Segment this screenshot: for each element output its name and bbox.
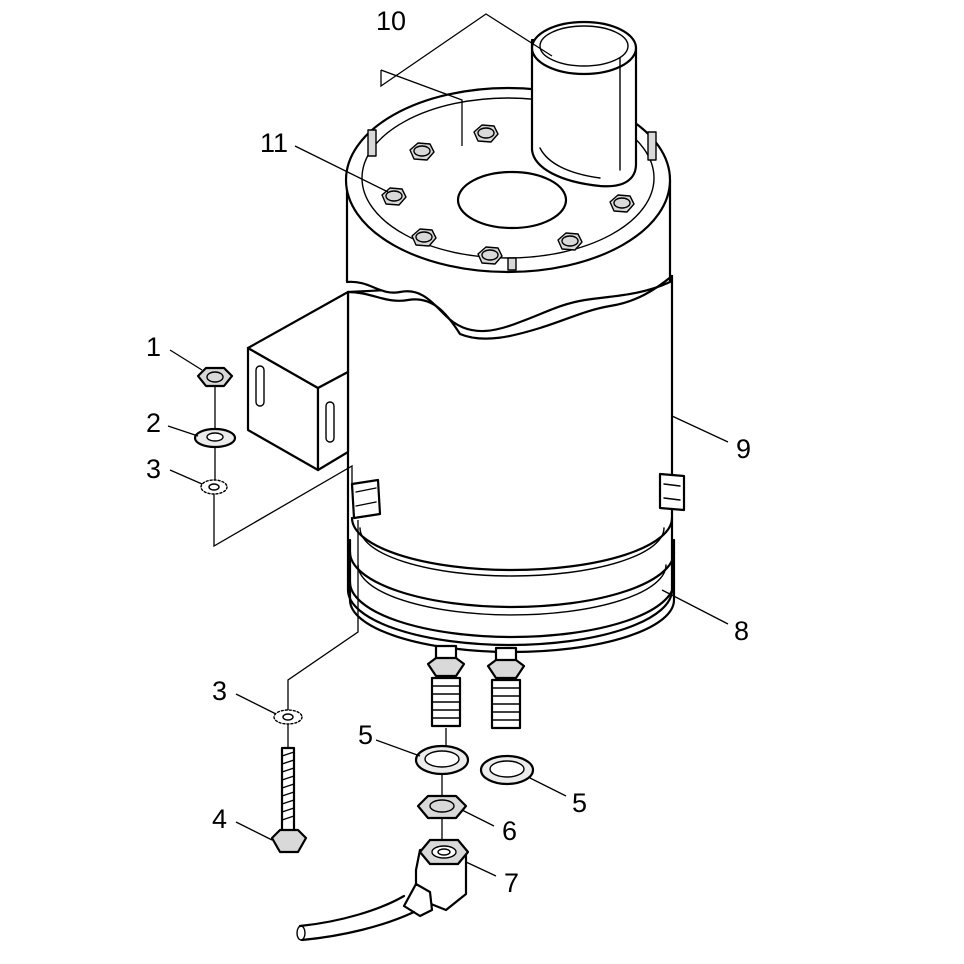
leader-9: [671, 415, 729, 443]
band-clip-right: [658, 472, 686, 512]
flange-nut-4: [411, 228, 437, 247]
heating-coil-ring-inner-2: [357, 564, 667, 616]
leader-6: [461, 809, 495, 827]
leader-3a: [169, 469, 203, 485]
flange-nut-7: [609, 194, 635, 213]
exhaust-pipe: [530, 20, 638, 188]
leader-lines: [167, 13, 729, 877]
flange-nut-2: [473, 124, 499, 143]
heating-coil-ring-1: [350, 516, 674, 572]
leader-5b: [529, 777, 567, 797]
band-clip-left: [350, 478, 382, 520]
callout-6: 6: [502, 816, 517, 846]
flange-nut-6: [557, 232, 583, 251]
seal-ring-part-5-left: [414, 744, 470, 776]
inlet-fitting-left: [426, 644, 466, 728]
callout-9: 9: [736, 434, 751, 464]
leader-4: [235, 821, 273, 841]
heating-coil-ring-inner: [359, 527, 665, 577]
flange-nut-5: [477, 246, 503, 265]
stud-front: [507, 257, 517, 271]
flange-nut-1: [409, 142, 435, 161]
lock-washer-part-3-upper: [200, 479, 228, 495]
stud-left: [367, 129, 377, 157]
callout-4: 4: [212, 804, 227, 834]
callout-1: 1: [146, 332, 161, 362]
leader-8: [661, 589, 729, 625]
callouts: 10 11 1 2 3 9 8 3 5 5 6 7 4: [146, 6, 751, 898]
callout-8: 8: [734, 616, 749, 646]
cylinder-shell: [346, 274, 674, 647]
nut-part-6: [416, 794, 468, 820]
heating-coil-ring-2: [348, 550, 676, 609]
callout-3-lower: 3: [212, 676, 227, 706]
callout-11: 11: [260, 128, 288, 158]
flange-nut-3: [381, 187, 407, 206]
callout-5-right: 5: [572, 788, 587, 818]
washer-part-2: [193, 427, 237, 449]
leader-2: [167, 425, 199, 437]
mounting-bracket: [246, 290, 350, 472]
leader-3b: [235, 693, 277, 715]
heating-coil-ring-3: [348, 580, 676, 639]
bolt-part-4: [270, 746, 308, 854]
leader-10: [380, 13, 553, 146]
leader-5a: [375, 739, 421, 757]
callout-5-left: 5: [358, 720, 373, 750]
boiler-body: [344, 20, 686, 654]
elbow-fitting-part-7: [296, 838, 470, 942]
leader-11: [294, 145, 389, 193]
torn-edge: [346, 274, 674, 340]
callout-2: 2: [146, 408, 161, 438]
callout-3-upper: 3: [146, 454, 161, 484]
callout-7: 7: [504, 868, 519, 898]
leader-1: [169, 349, 203, 371]
assembly-lines: [213, 386, 447, 840]
seal-ring-part-5-right: [479, 754, 535, 786]
inlet-fitting-right: [486, 646, 526, 730]
stud-right: [647, 131, 657, 161]
lock-washer-part-3-lower: [273, 709, 303, 725]
center-hole: [456, 170, 568, 230]
leader-7: [465, 861, 497, 877]
nut-part-1: [196, 366, 234, 388]
callout-10: 10: [376, 6, 406, 36]
